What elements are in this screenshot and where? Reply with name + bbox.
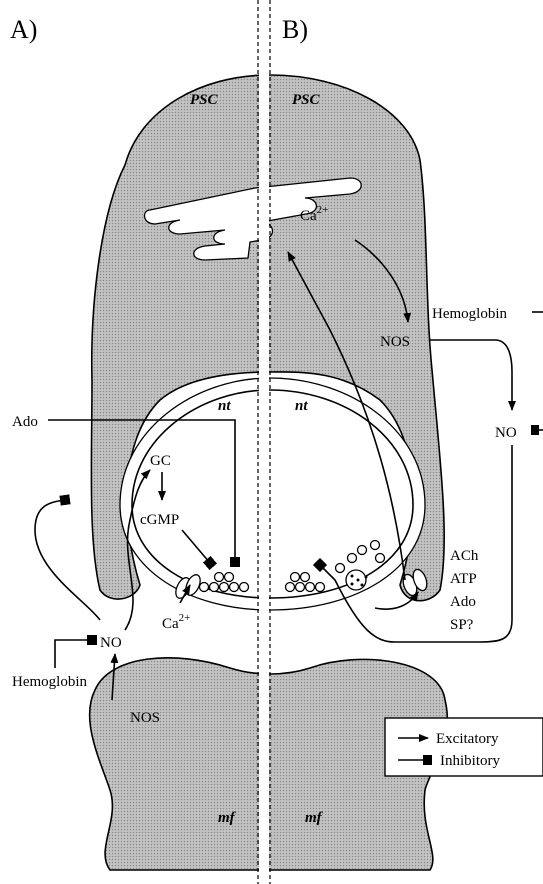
transmitter-sp: SP? bbox=[450, 617, 474, 633]
psc-label-b: PSC bbox=[292, 92, 321, 108]
nerve-terminal-outer bbox=[120, 378, 425, 610]
cgmp-label: cGMP bbox=[140, 512, 179, 528]
panel-label-b: B) bbox=[282, 15, 308, 44]
nos-label-a: NOS bbox=[130, 710, 160, 726]
transmitter-ado: Ado bbox=[450, 594, 476, 610]
hemoglobin-label-b: Hemoglobin bbox=[432, 306, 507, 322]
no-label-b: NO bbox=[495, 425, 517, 441]
mf-label-a: mf bbox=[218, 810, 237, 826]
legend-inhibitory-block bbox=[423, 755, 432, 765]
transmitter-ach: ACh bbox=[450, 548, 479, 564]
nt-label-b: nt bbox=[295, 398, 308, 414]
ado-label-a: Ado bbox=[12, 414, 38, 430]
transmitter-atp: ATP bbox=[450, 571, 477, 587]
legend: Excitatory Inhibitory bbox=[385, 718, 543, 776]
panel-gap bbox=[259, 0, 269, 884]
no-label-a: NO bbox=[100, 635, 122, 651]
mf-label-b: mf bbox=[305, 810, 324, 826]
hemoglobin-label-a: Hemoglobin bbox=[12, 674, 87, 690]
psc-label-a: PSC bbox=[190, 92, 219, 108]
calcium-label-a: Ca2+ bbox=[162, 612, 190, 632]
legend-inhibitory-label: Inhibitory bbox=[440, 753, 500, 769]
nos-label-b: NOS bbox=[380, 334, 410, 350]
legend-excitatory-label: Excitatory bbox=[436, 731, 499, 747]
nt-label-a: nt bbox=[218, 398, 231, 414]
panel-label-a: A) bbox=[10, 15, 37, 44]
gc-label: GC bbox=[150, 453, 171, 469]
